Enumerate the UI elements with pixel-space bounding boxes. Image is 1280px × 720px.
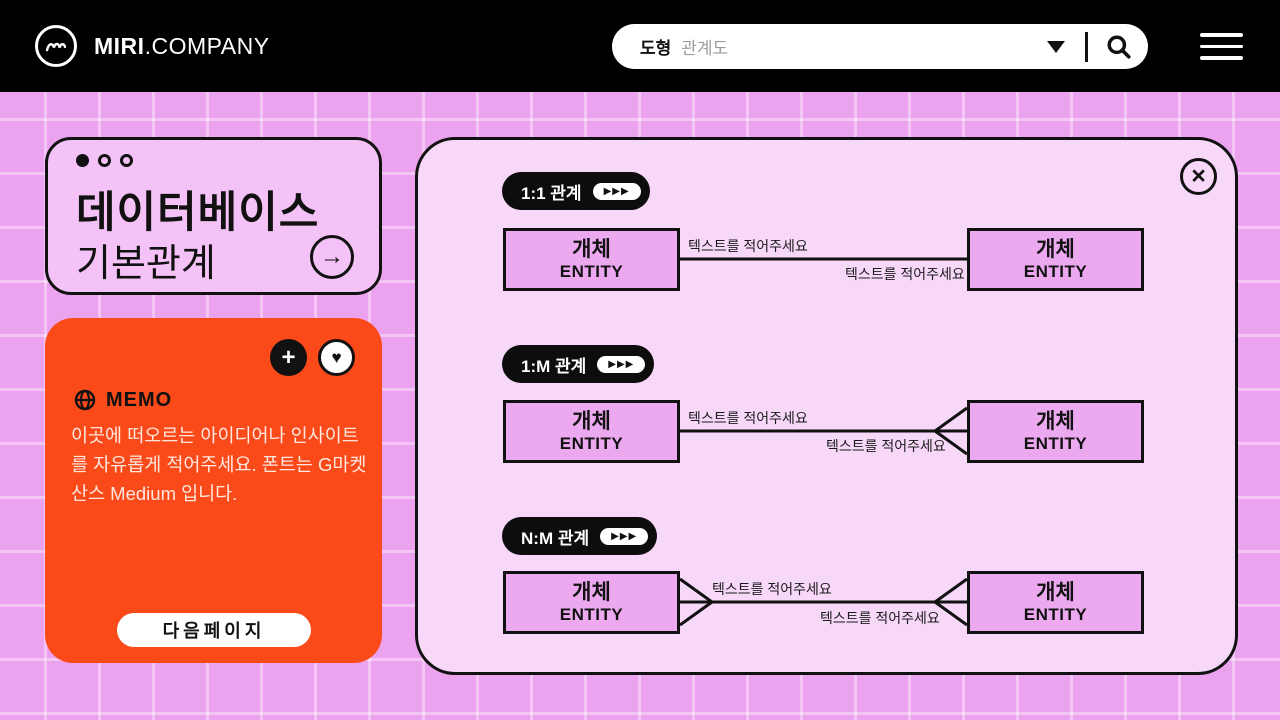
dot-filled — [76, 154, 89, 167]
relationship-type-pill[interactable]: 1:1 관계 ▶▶▶ — [502, 172, 650, 210]
search-input[interactable]: 관계도 — [681, 39, 729, 58]
entity-label-kr: 개체 — [1036, 581, 1075, 604]
entity-label-kr: 개체 — [572, 410, 611, 433]
brand-logo-icon[interactable] — [35, 25, 77, 67]
top-bar: MIRI.COMPANY 도형 관계도 — [0, 0, 1280, 92]
next-arrow-button[interactable]: → — [310, 235, 354, 279]
relationship-type-label: N:M 관계 — [521, 528, 590, 548]
entity-box[interactable]: 개체 ENTITY — [967, 228, 1144, 291]
entity-label-en: ENTITY — [559, 262, 624, 281]
entity-label-kr: 개체 — [572, 581, 611, 604]
memo-card: + ♥ MEMO 이곳에 떠오르는 아이디어나 인사이트를 자유롭게 적어주세요… — [45, 318, 382, 663]
entity-box[interactable]: 개체 ENTITY — [967, 571, 1144, 634]
wave-logo-icon — [45, 42, 67, 52]
entity-box[interactable]: 개체 ENTITY — [503, 228, 680, 291]
entity-box[interactable]: 개체 ENTITY — [967, 400, 1144, 463]
search-icon[interactable] — [1106, 34, 1132, 60]
next-page-button[interactable]: 다음페이지 — [117, 613, 311, 647]
entity-label-en: ENTITY — [1023, 262, 1088, 281]
relation-hint-text: 텍스트를 적어주세요 — [826, 438, 946, 454]
close-icon[interactable]: × — [1180, 158, 1217, 195]
globe-icon — [74, 389, 96, 411]
entity-label-kr: 개체 — [572, 238, 611, 261]
fast-forward-icon: ▶▶▶ — [600, 527, 649, 545]
relation-hint-text: 텍스트를 적어주세요 — [688, 410, 808, 426]
title-card: 데이터베이스 기본관계 → — [45, 137, 382, 295]
search-category[interactable]: 도형 — [640, 39, 672, 58]
search-bar[interactable]: 도형 관계도 — [612, 24, 1148, 69]
menu-icon[interactable] — [1200, 33, 1243, 60]
entity-label-en: ENTITY — [1023, 605, 1088, 624]
fast-forward-icon: ▶▶▶ — [597, 355, 646, 373]
entity-label-en: ENTITY — [559, 434, 624, 453]
relation-hint-text: 텍스트를 적어주세요 — [712, 581, 832, 597]
relation-hint-text: 텍스트를 적어주세요 — [820, 610, 940, 626]
entity-label-en: ENTITY — [559, 605, 624, 624]
page-subtitle: 기본관계 — [76, 243, 216, 285]
search-divider — [1085, 31, 1088, 62]
entity-label-kr: 개체 — [1036, 238, 1075, 261]
entity-box[interactable]: 개체 ENTITY — [503, 400, 680, 463]
memo-body-text: 이곳에 떠오르는 아이디어나 인사이트를 자유롭게 적어주세요. 폰트는 G마켓… — [71, 425, 367, 504]
page-title: 데이터베이스 — [76, 189, 320, 237]
heart-icon[interactable]: ♥ — [318, 339, 355, 376]
carousel-dots — [76, 154, 133, 167]
relationship-type-label: 1:1 관계 — [521, 183, 582, 203]
brand-name-rest: .COMPANY — [144, 33, 270, 59]
memo-heading: MEMO — [73, 388, 172, 412]
entity-box[interactable]: 개체 ENTITY — [503, 571, 680, 634]
relationship-type-label: 1:M 관계 — [521, 356, 587, 376]
entity-label-kr: 개체 — [1036, 410, 1075, 433]
dot-outline — [98, 154, 111, 167]
memo-heading-label: MEMO — [106, 388, 173, 411]
entity-label-en: ENTITY — [1023, 434, 1088, 453]
chevron-down-icon[interactable] — [1047, 40, 1065, 53]
relation-hint-text: 텍스트를 적어주세요 — [845, 266, 965, 282]
fast-forward-icon: ▶▶▶ — [592, 182, 641, 200]
relationship-type-pill[interactable]: 1:M 관계 ▶▶▶ — [502, 345, 655, 383]
add-button[interactable]: + — [270, 339, 307, 376]
relationship-type-pill[interactable]: N:M 관계 ▶▶▶ — [502, 517, 658, 555]
relation-hint-text: 텍스트를 적어주세요 — [688, 238, 808, 254]
brand-name: MIRI.COMPANY — [94, 33, 270, 60]
brand-name-bold: MIRI — [94, 33, 145, 59]
dot-outline — [120, 154, 133, 167]
